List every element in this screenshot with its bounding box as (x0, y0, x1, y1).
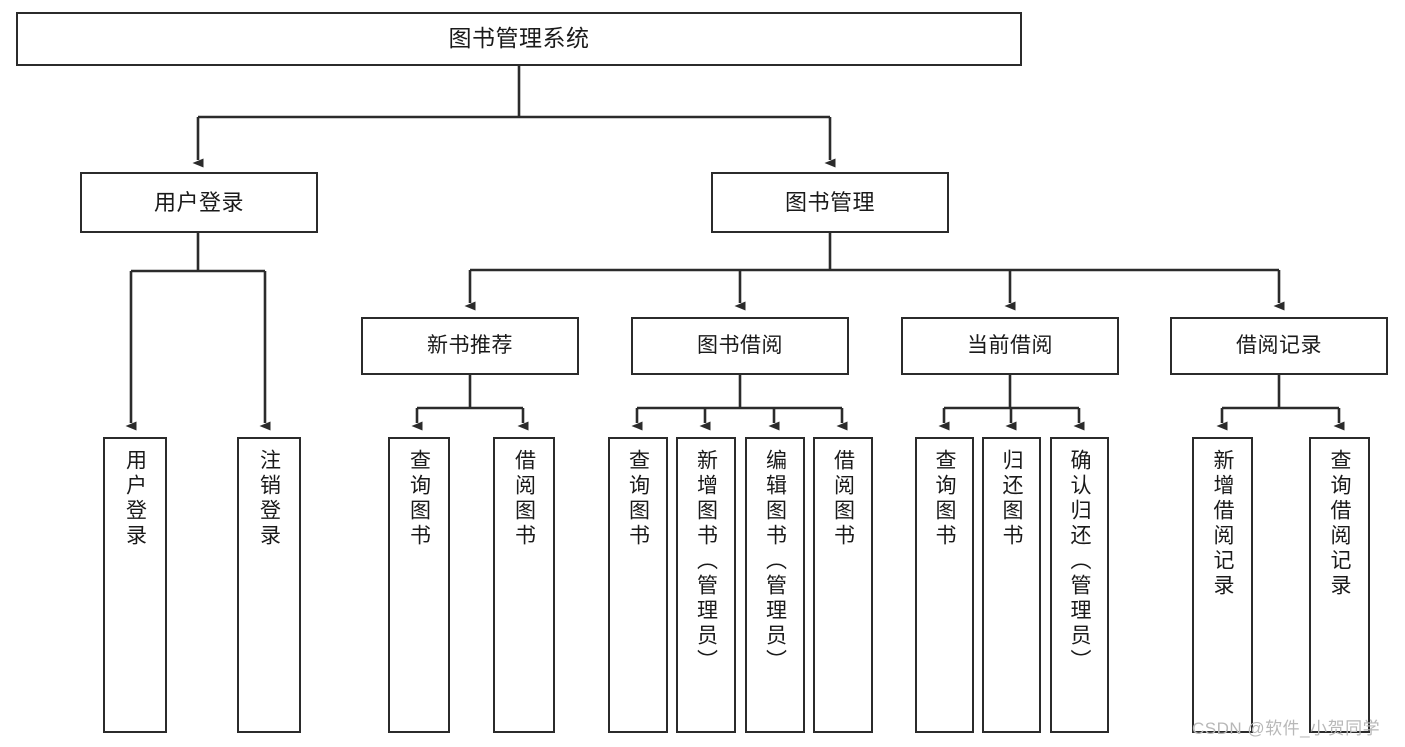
node-book-borrow[interactable]: 图书借阅 (631, 317, 849, 375)
leaf-user-login-logout[interactable]: 注销登录 (237, 437, 301, 733)
node-label: 新增图书（管理员） (694, 449, 718, 674)
node-label: 用户登录 (123, 449, 147, 549)
node-borrow-record[interactable]: 借阅记录 (1170, 317, 1388, 375)
node-label: 用户登录 (153, 189, 244, 215)
leaf-borrow-add-book-admin[interactable]: 新增图书（管理员） (676, 437, 736, 733)
node-label: 新书推荐 (427, 333, 513, 357)
node-current-borrow[interactable]: 当前借阅 (901, 317, 1119, 375)
node-label: 归还图书 (1000, 449, 1023, 549)
node-label: 查询图书 (933, 449, 956, 549)
node-label: 当前借阅 (967, 333, 1053, 357)
leaf-current-return-book[interactable]: 归还图书 (982, 437, 1041, 733)
node-label: 编辑图书（管理员） (763, 449, 787, 674)
node-label: 确认归还（管理员） (1068, 449, 1091, 674)
leaf-recommend-borrow-book[interactable]: 借阅图书 (493, 437, 555, 733)
leaf-borrow-edit-book-admin[interactable]: 编辑图书（管理员） (745, 437, 805, 733)
node-label: 借阅图书 (831, 449, 855, 549)
node-label: 注销登录 (257, 449, 281, 549)
leaf-record-query-record[interactable]: 查询借阅记录 (1309, 437, 1370, 733)
node-label: 查询图书 (407, 449, 431, 549)
node-label: 查询图书 (626, 449, 650, 549)
node-user-login[interactable]: 用户登录 (80, 172, 318, 233)
leaf-current-confirm-return-admin[interactable]: 确认归还（管理员） (1050, 437, 1109, 733)
node-label: 查询借阅记录 (1328, 449, 1351, 599)
leaf-recommend-query-book[interactable]: 查询图书 (388, 437, 450, 733)
node-label: 图书管理 (784, 189, 875, 215)
node-book-management[interactable]: 图书管理 (711, 172, 949, 233)
node-label: 新增借阅记录 (1211, 449, 1234, 599)
node-new-book-recommend[interactable]: 新书推荐 (361, 317, 579, 375)
leaf-user-login-login[interactable]: 用户登录 (103, 437, 167, 733)
leaf-record-add-record[interactable]: 新增借阅记录 (1192, 437, 1253, 733)
node-label: 借阅图书 (512, 449, 536, 549)
node-label: 借阅记录 (1236, 333, 1322, 357)
node-root-system[interactable]: 图书管理系统 (16, 12, 1022, 66)
node-label: 图书借阅 (697, 333, 783, 357)
leaf-current-query-book[interactable]: 查询图书 (915, 437, 974, 733)
leaf-borrow-borrow-book[interactable]: 借阅图书 (813, 437, 873, 733)
node-label: 图书管理系统 (448, 25, 590, 52)
leaf-borrow-query-book[interactable]: 查询图书 (608, 437, 668, 733)
